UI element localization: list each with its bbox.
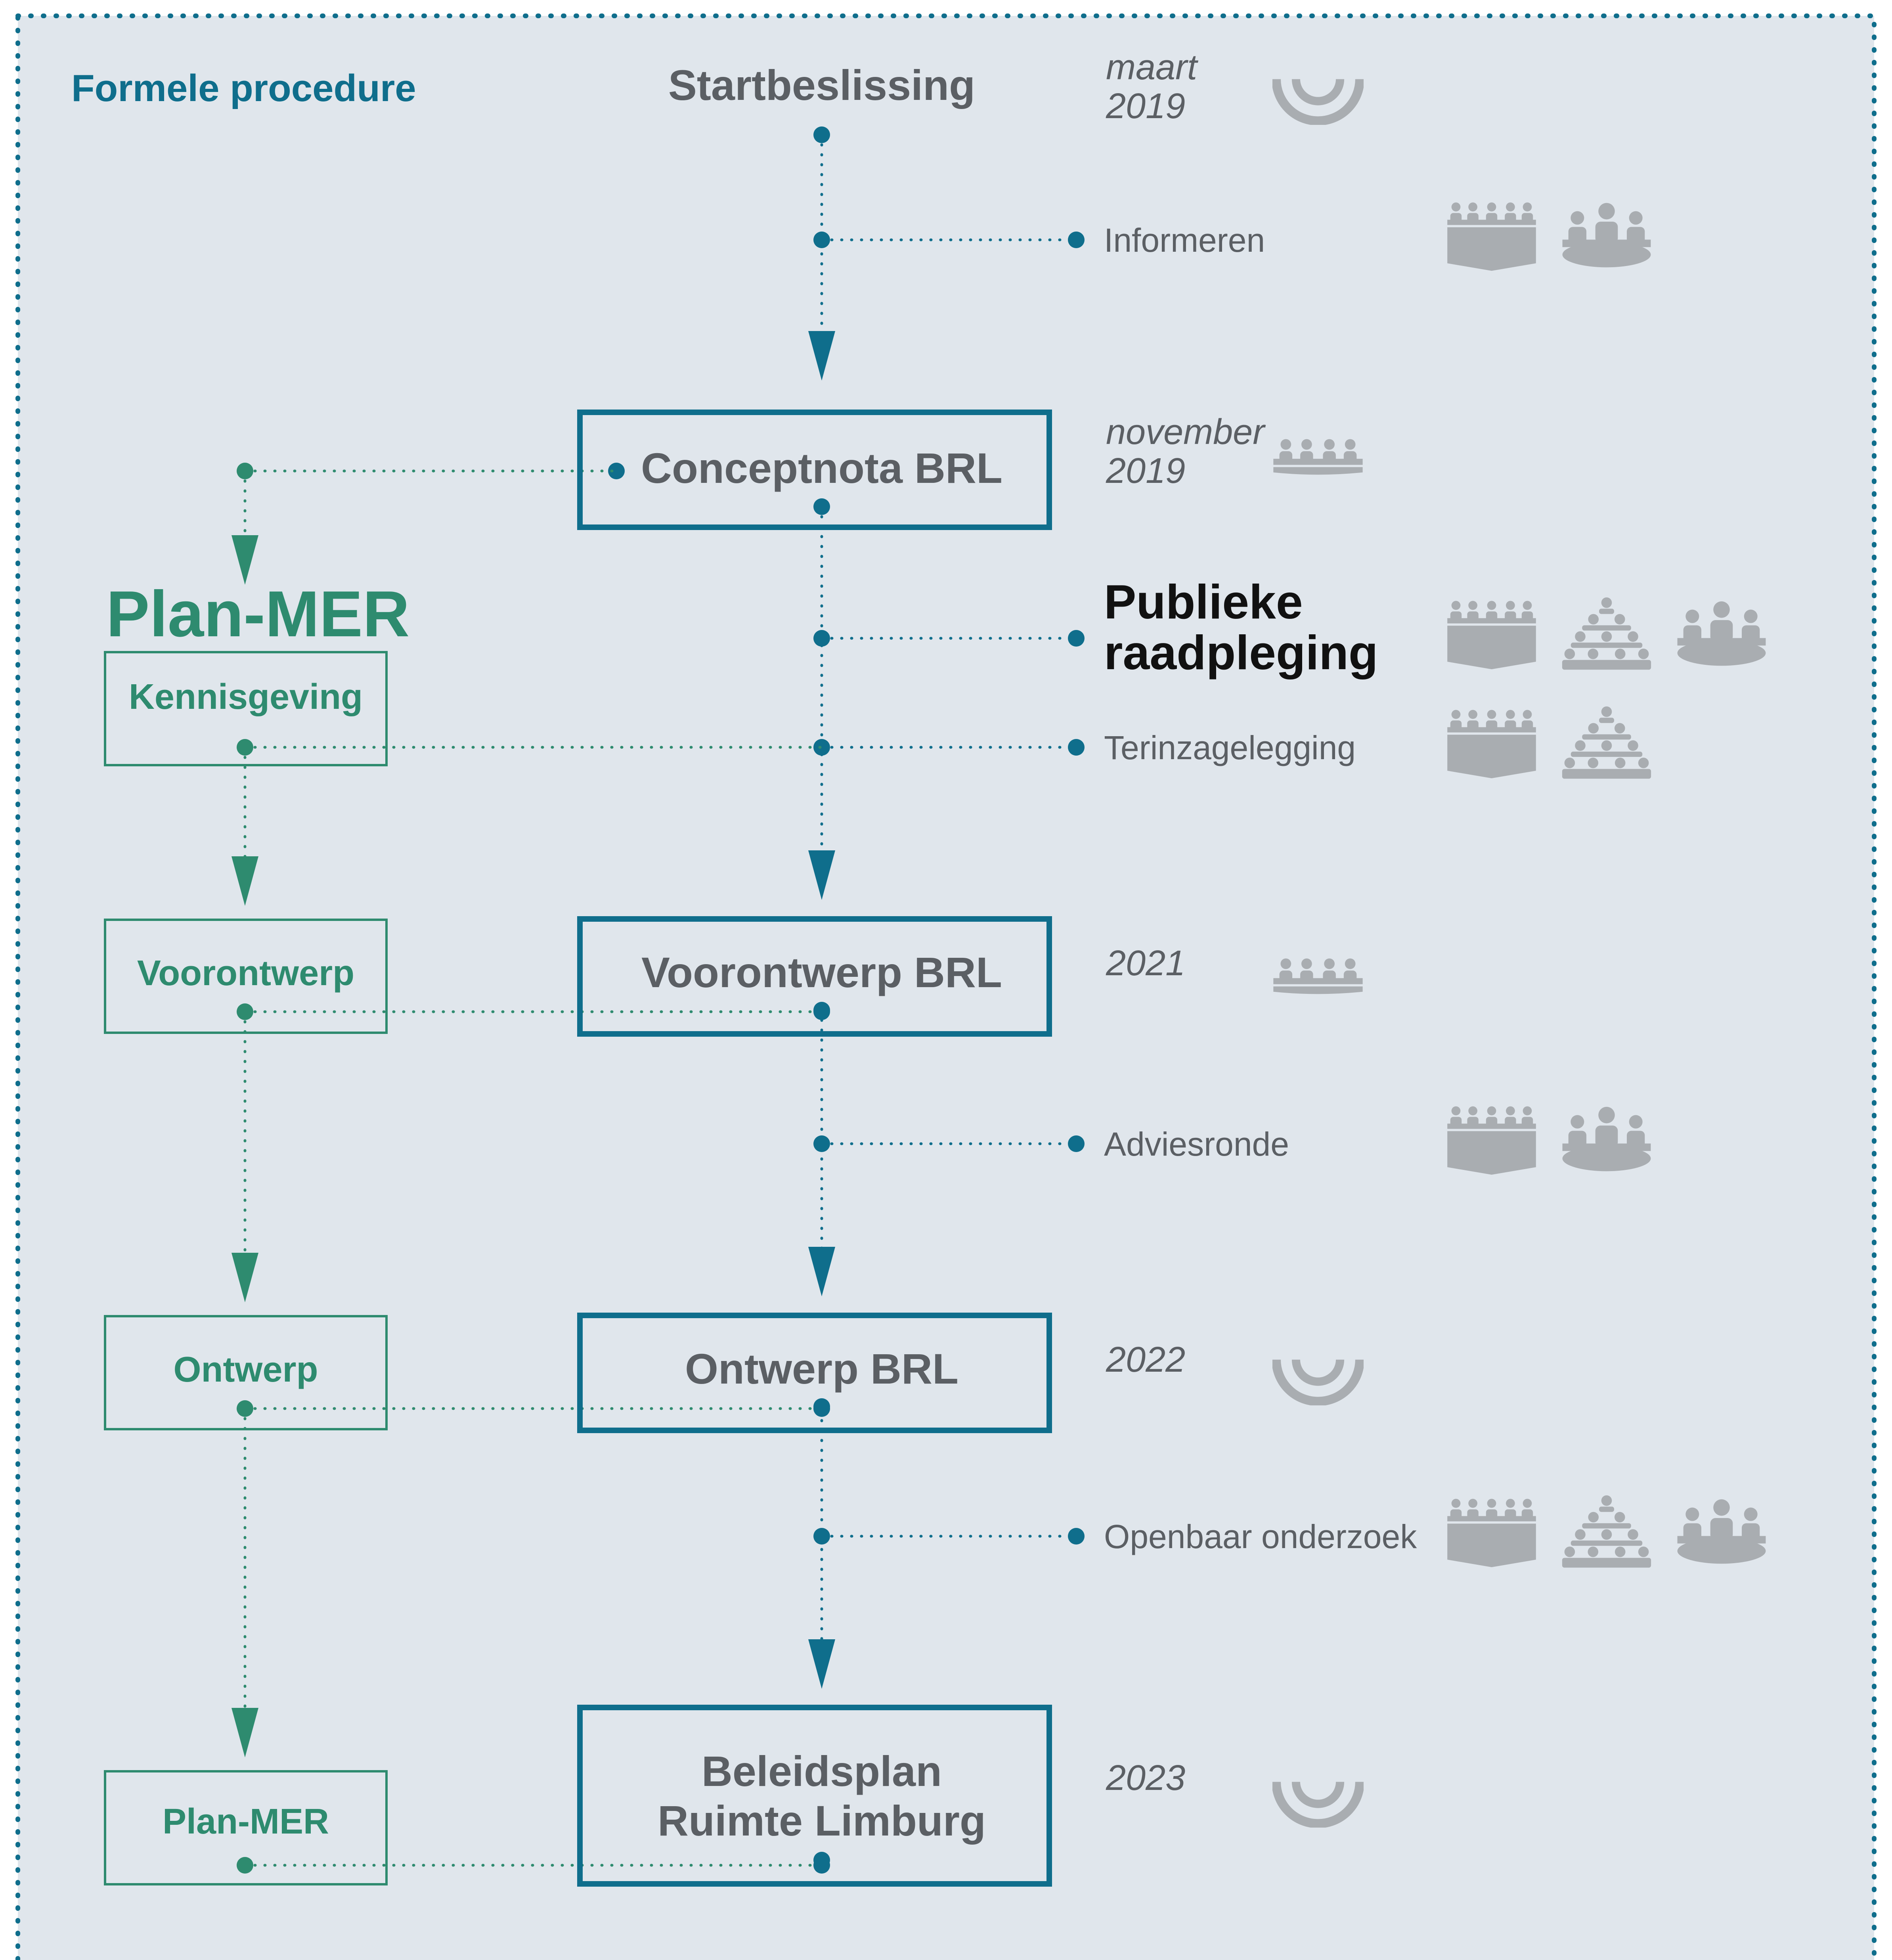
date-label: 2023 [1106, 1758, 1185, 1798]
start-label: Startbeslissing [668, 61, 975, 109]
box-layer [104, 410, 1052, 1887]
main-box-label: Ruimte Limburg [658, 1797, 986, 1845]
date-label: 2019 [1106, 451, 1185, 491]
frame-title: Formele procedure [71, 67, 416, 109]
main-box-label: Ontwerp BRL [685, 1345, 958, 1393]
main-box-label: Conceptnota BRL [641, 444, 1002, 492]
plan-mer-arrow [231, 1253, 258, 1302]
step-dot [1068, 630, 1085, 647]
step-label: Informeren [1104, 222, 1265, 259]
step-label: Adviesronde [1104, 1125, 1289, 1163]
box-link-dot [813, 1003, 830, 1020]
main-box-2 [577, 916, 1052, 1037]
concept-link-dot [608, 463, 625, 479]
plan-mer-box-4 [104, 1770, 388, 1885]
date-label: 2021 [1106, 944, 1185, 983]
date-label: november [1106, 412, 1266, 452]
date-label: maart [1106, 48, 1199, 87]
plan-mer-arrow [231, 535, 258, 585]
plan-mer-box-3 [104, 1315, 388, 1430]
diagram-frame [15, 13, 1877, 1960]
step-dot [1068, 1135, 1085, 1152]
step-label: Openbaar onderzoek [1104, 1518, 1417, 1555]
main-box-label: Beleidsplan [702, 1747, 942, 1795]
plan-mer-box-label: Plan-MER [163, 1802, 329, 1841]
date-label: 2022 [1106, 1340, 1185, 1380]
plan-mer-arrow [231, 856, 258, 906]
step-dot [1068, 232, 1085, 248]
table-meeting-icon [1562, 1106, 1651, 1171]
plan-mer-box-2 [104, 919, 388, 1034]
plan-mer-box-1 [104, 651, 388, 766]
table-meeting-icon [1562, 203, 1651, 268]
connector-layer [231, 126, 1085, 1874]
plan-mer-arrow [231, 1708, 258, 1757]
plan-mer-box-label: Ontwerp [173, 1350, 318, 1390]
main-box-4 [577, 1705, 1052, 1887]
step-dot [1068, 739, 1085, 756]
table-meeting-icon [1677, 1499, 1766, 1564]
plan-mer-title: Plan-MER [106, 578, 409, 650]
box-link-dot [813, 1400, 830, 1417]
main-box-1 [577, 410, 1052, 530]
table-meeting-icon [1677, 601, 1766, 666]
main-box-3 [577, 1313, 1052, 1433]
main-flow-arrow [808, 1247, 835, 1296]
box-exit-dot [813, 498, 830, 515]
plan-mer-box-label: Voorontwerp [137, 953, 354, 993]
main-flow-arrow [808, 331, 835, 381]
step-label: Publieke [1104, 575, 1303, 629]
step-dot [1068, 1528, 1085, 1545]
main-flow-arrow [808, 850, 835, 900]
main-flow-arrow [808, 1639, 835, 1689]
step-label: Terinzagelegging [1104, 729, 1356, 766]
main-box-label: Voorontwerp BRL [641, 948, 1002, 996]
date-label: 2019 [1106, 86, 1185, 126]
box-link-dot [813, 1857, 830, 1874]
step-label: raadpleging [1104, 626, 1378, 679]
plan-mer-box-label: Kennisgeving [129, 677, 363, 717]
